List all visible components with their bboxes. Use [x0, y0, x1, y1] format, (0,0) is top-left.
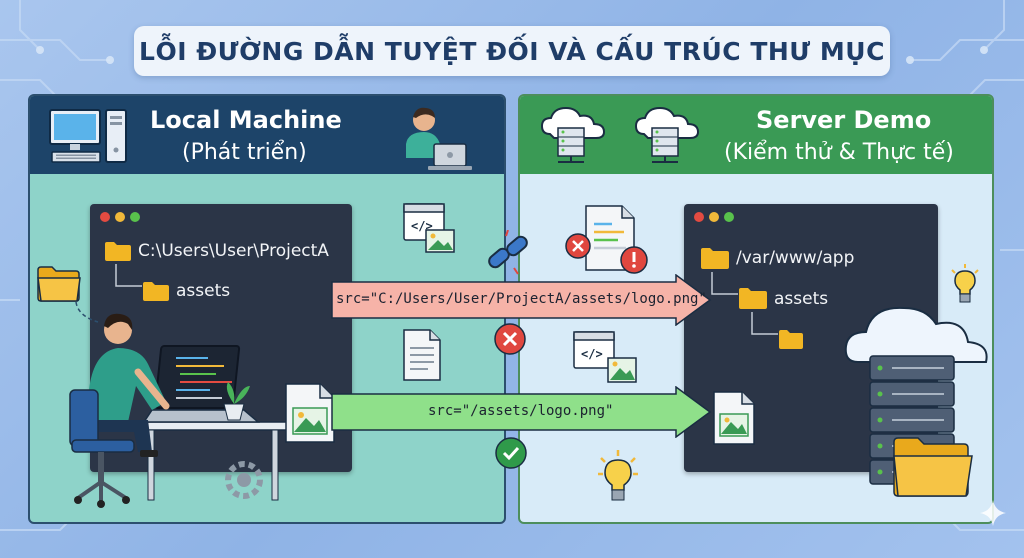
nested-folder-icon	[779, 330, 803, 349]
folder-icon	[105, 242, 131, 261]
wrong-path-label: src="C:/Users/User/ProjectA/assets/logo.…	[336, 291, 707, 307]
cloud-server-icon-2	[634, 106, 700, 163]
server-header: Server Demo (Kiểm thử & Thực tế)	[520, 96, 992, 174]
local-machine-panel: Local Machine (Phát triển) C:\Users\User…	[28, 94, 506, 524]
local-title: Local Machine	[150, 106, 342, 134]
desktop-computer-icon	[49, 109, 127, 163]
svg-text:</>: </>	[581, 347, 603, 361]
server-rack-illustration	[844, 306, 988, 497]
local-folder-label: assets	[176, 281, 231, 301]
developer-laptop-icon	[406, 107, 472, 170]
page-title: LỖI ĐƯỜNG DẪN TUYỆT ĐỐI VÀ CẤU TRÚC THƯ …	[139, 36, 885, 66]
close-dot	[100, 212, 110, 222]
developer-desk-illustration	[69, 302, 289, 508]
tree-connector	[711, 272, 738, 295]
minimize-dot	[709, 212, 719, 222]
idea-lightbulb-icon	[598, 450, 638, 501]
tree-connector-2	[751, 312, 778, 335]
code-image-icon: </>	[573, 331, 637, 383]
lightbulb-icon	[951, 264, 979, 303]
server-folder-label: assets	[774, 289, 829, 309]
maximize-dot	[724, 212, 734, 222]
broken-link-icon	[488, 230, 528, 275]
server-subtitle: (Kiểm thử & Thực tế)	[724, 140, 954, 165]
success-check-icon	[495, 437, 527, 469]
document-icon	[403, 329, 441, 381]
image-file-icon	[285, 383, 335, 443]
correct-path-arrow	[331, 386, 712, 438]
maximize-dot	[130, 212, 140, 222]
wrong-path-arrow	[331, 274, 712, 326]
folder-icon	[701, 248, 729, 269]
title-banner: LỖI ĐƯỜNG DẪN TUYỆT ĐỐI VÀ CẤU TRÚC THƯ …	[134, 26, 890, 76]
open-folder-icon	[37, 266, 81, 302]
server-demo-panel: Server Demo (Kiểm thử & Thực tế) /var/ww…	[518, 94, 994, 524]
code-window-icon: </>	[403, 203, 455, 253]
server-title: Server Demo	[756, 106, 932, 134]
local-header: Local Machine (Phát triển)	[30, 96, 504, 174]
subfolder-icon	[143, 282, 169, 301]
error-x-icon	[494, 323, 526, 355]
cloud-server-icon	[540, 106, 606, 163]
tree-connector	[115, 264, 142, 287]
minimize-dot	[115, 212, 125, 222]
correct-path-label: src="/assets/logo.png"	[428, 403, 614, 419]
local-path: C:\Users\User\ProjectA	[138, 241, 329, 261]
sparkle-icon	[980, 500, 1006, 526]
server-path: /var/www/app	[736, 248, 855, 268]
local-subtitle: (Phát triển)	[182, 140, 307, 165]
image-file-icon	[713, 391, 755, 445]
broken-document-icon	[565, 205, 648, 274]
close-dot	[694, 212, 704, 222]
subfolder-icon	[739, 288, 767, 309]
